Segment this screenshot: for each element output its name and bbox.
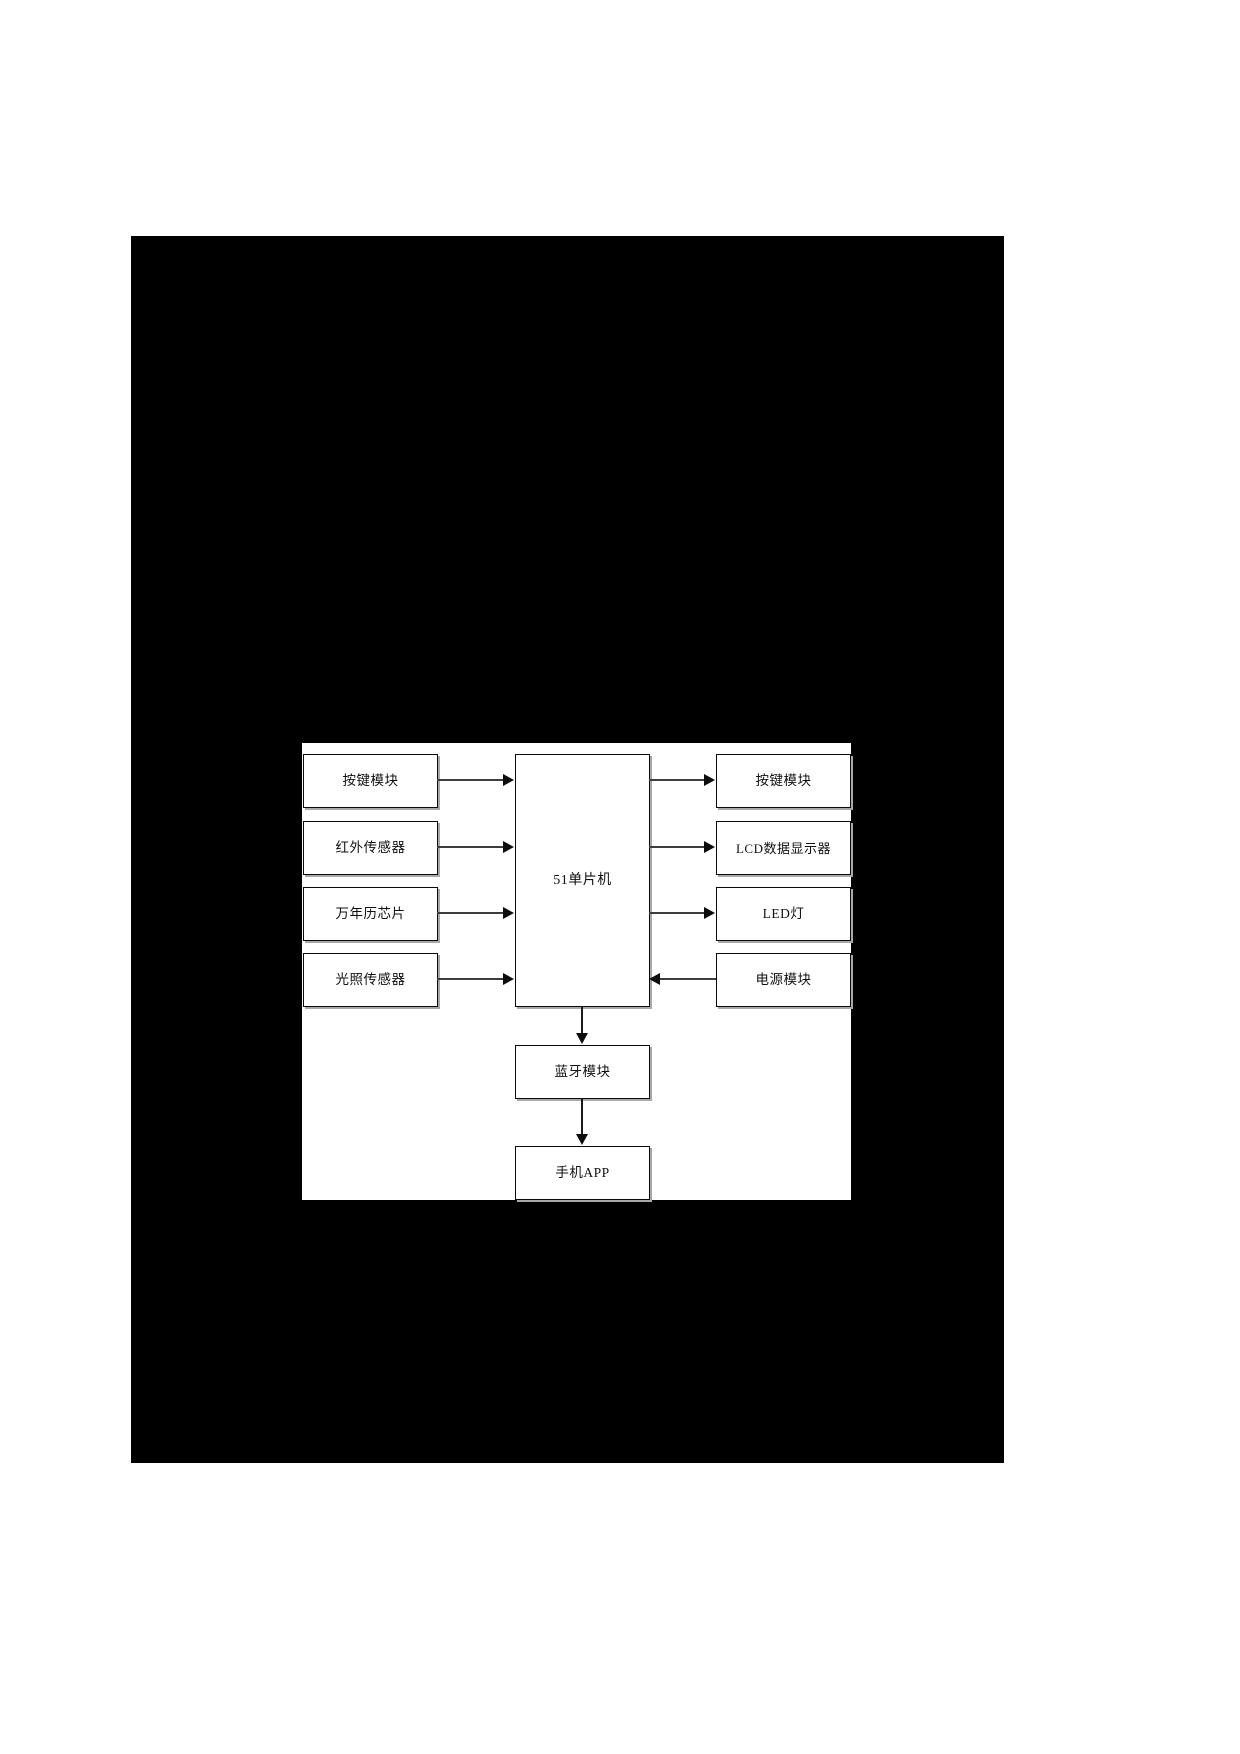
edge-mcu-to-bluetooth-line	[581, 1006, 583, 1034]
node-bluetooth-module[interactable]: 蓝牙模块	[515, 1045, 650, 1099]
node-light-sensor[interactable]: 光照传感器	[303, 953, 438, 1007]
node-infrared-sensor[interactable]: 红外传感器	[303, 821, 438, 875]
node-label: 万年历芯片	[335, 906, 406, 922]
edge-infrared-to-mcu-arrow	[503, 841, 514, 853]
edge-calendar-to-mcu-line	[437, 912, 503, 914]
node-key-module-in[interactable]: 按键模块	[303, 754, 438, 808]
node-label: LED灯	[762, 906, 805, 922]
node-mobile-app[interactable]: 手机APP	[515, 1146, 650, 1200]
edge-light-to-mcu-line	[437, 978, 503, 980]
node-power-module[interactable]: 电源模块	[716, 953, 851, 1007]
edge-bluetooth-to-app-arrow	[576, 1134, 588, 1145]
block-diagram-canvas: 按键模块 红外传感器 万年历芯片 光照传感器 51单片机 按键模块 LCD数据显…	[302, 743, 851, 1200]
edge-mcu-to-key-out-arrow	[704, 774, 715, 786]
node-label: LCD数据显示器	[735, 840, 831, 856]
node-perpetual-calendar[interactable]: 万年历芯片	[303, 887, 438, 941]
edge-power-to-mcu-arrow	[649, 973, 660, 985]
edge-light-to-mcu-arrow	[503, 973, 514, 985]
edge-infrared-to-mcu-line	[437, 846, 503, 848]
edge-mcu-to-lcd-line	[649, 846, 705, 848]
edge-mcu-to-led-arrow	[704, 907, 715, 919]
edge-mcu-to-key-out-line	[649, 779, 705, 781]
node-label: 红外传感器	[335, 840, 406, 856]
node-mcu-51[interactable]: 51单片机	[515, 754, 650, 1007]
edge-key-in-to-mcu-arrow	[503, 774, 514, 786]
node-lcd-display[interactable]: LCD数据显示器	[716, 821, 851, 875]
node-label: 按键模块	[755, 773, 812, 789]
node-label: 51单片机	[553, 872, 612, 888]
edge-mcu-to-bluetooth-arrow	[576, 1033, 588, 1044]
edge-bluetooth-to-app-line	[581, 1098, 583, 1135]
node-label: 电源模块	[755, 972, 812, 988]
edge-calendar-to-mcu-arrow	[503, 907, 514, 919]
node-led-lamp[interactable]: LED灯	[716, 887, 851, 941]
node-label: 光照传感器	[335, 972, 406, 988]
node-key-module-out[interactable]: 按键模块	[716, 754, 851, 808]
node-label: 按键模块	[342, 773, 399, 789]
node-label: 手机APP	[555, 1165, 610, 1181]
node-label: 蓝牙模块	[554, 1064, 611, 1080]
edge-mcu-to-led-line	[649, 912, 705, 914]
edge-mcu-to-lcd-arrow	[704, 841, 715, 853]
edge-key-in-to-mcu-line	[437, 779, 503, 781]
edge-power-to-mcu-line	[660, 978, 716, 980]
